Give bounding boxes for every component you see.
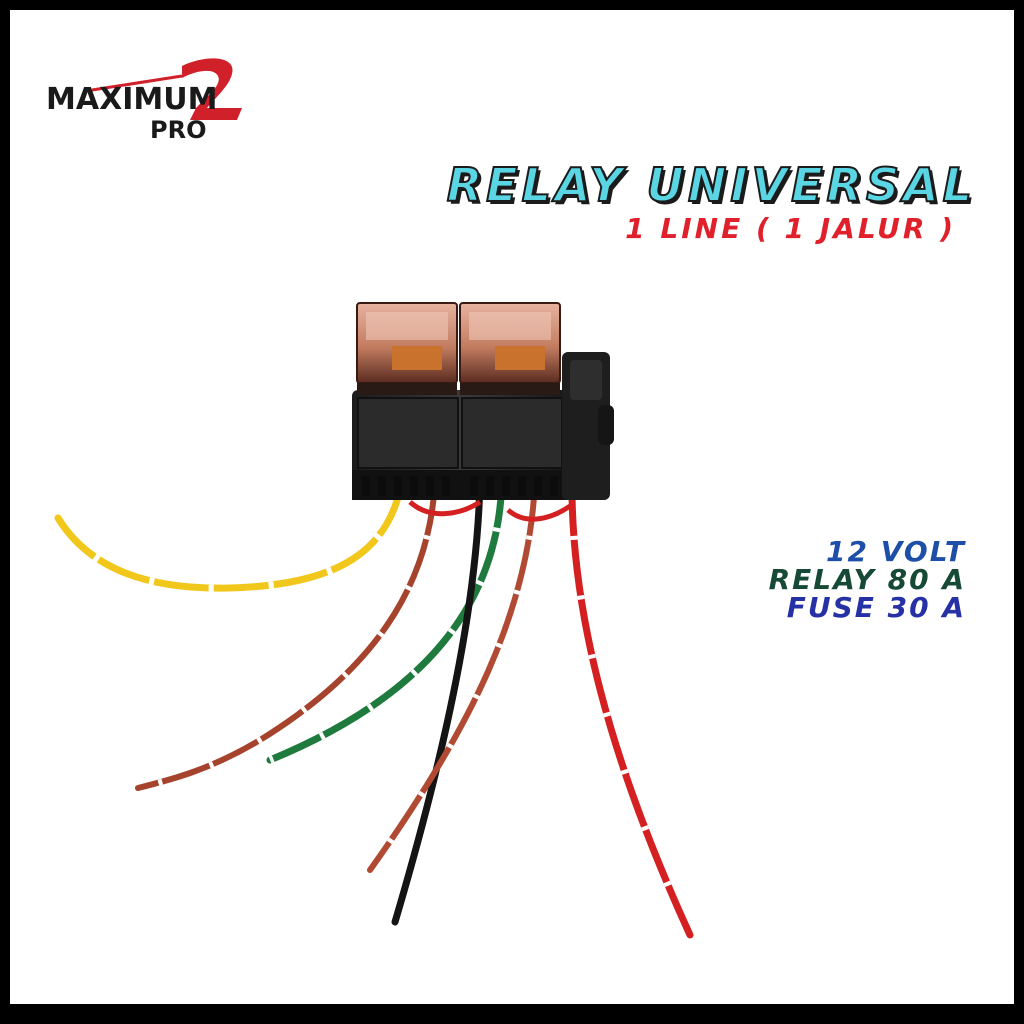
fuse-block [352,352,614,500]
wire-brown-right [367,477,538,873]
wire-red [568,472,694,939]
wire-loop-red-2 [506,503,572,522]
product-title: RELAY UNIVERSAL [446,157,976,213]
logo-word-pro: PRO [150,116,207,144]
spec-fuse-rating: FUSE 30 A [786,591,966,624]
spec-voltage: 12 VOLT [826,535,966,568]
product-image [54,302,694,939]
spec-relay-rating: RELAY 80 A [768,563,966,596]
relay-right [459,302,561,395]
wire-black [391,474,484,926]
wire-brown-left [135,479,438,791]
wire-loop-red [408,499,482,517]
wire-green [266,468,506,764]
brand-logo: MAXIMUM PRO [32,36,252,146]
spec-list: 12 VOLT RELAY 80 A FUSE 30 A [769,538,966,622]
logo-swoosh-icon [91,58,242,120]
logo-word-maximum: MAXIMUM [46,82,218,117]
relay-left [356,302,458,395]
wire-yellow [54,476,406,592]
product-subtitle: 1 LINE ( 1 JALUR ) [625,212,956,245]
product-card: MAXIMUM PRO RELAY UNIVERSAL 1 LINE ( 1 J… [10,10,1014,1004]
